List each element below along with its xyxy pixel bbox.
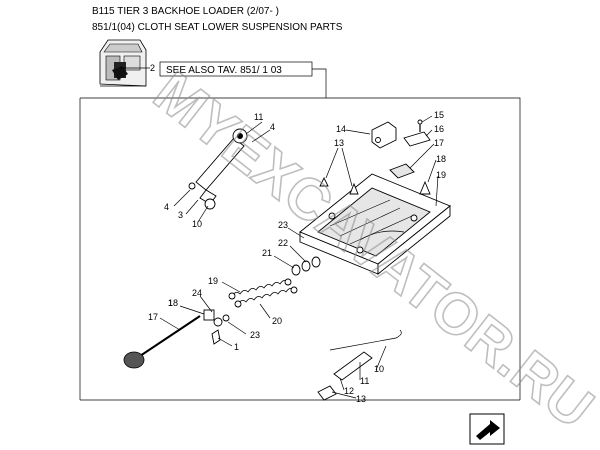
callout-5: 10	[192, 219, 202, 229]
callout-21: 22	[278, 238, 288, 248]
callout-10: 17	[434, 138, 444, 148]
callout-13: 10	[374, 364, 384, 374]
callout-19: 20	[272, 316, 282, 326]
callout-16: 13	[356, 394, 366, 404]
bracket	[371, 121, 397, 149]
callout-17: 17	[148, 312, 158, 322]
callout-19: 19	[208, 276, 218, 286]
clip-plate	[403, 131, 431, 147]
callout-8: 15	[434, 110, 444, 120]
suspension-base-plate	[299, 173, 451, 275]
rubber-stop	[349, 182, 359, 195]
callout-labels: 11 4 4 3 10 14 13 15 16 17 18 19 23 22 2…	[148, 110, 446, 404]
callout-14: 11	[360, 376, 369, 386]
washers	[291, 256, 321, 276]
callout-23: 23	[250, 330, 260, 340]
callout-4: 4	[270, 122, 275, 132]
shock-absorber	[188, 128, 248, 210]
callout-1: 1	[234, 342, 239, 352]
bolt	[417, 119, 423, 132]
assembly-frame	[79, 97, 521, 401]
callout-18-label: 18	[168, 298, 178, 308]
model-title: B115 TIER 3 BACKHOE LOADER (2/07- )	[92, 6, 279, 17]
see-also-reference: 2 SEE ALSO TAV. 851/ 1 03	[120, 61, 327, 98]
release-cable	[317, 329, 402, 401]
callout-7: 14	[336, 124, 346, 134]
springs	[228, 278, 298, 308]
next-page-arrow-icon[interactable]	[469, 413, 505, 445]
callout-24: 24	[192, 288, 202, 298]
callout-22: 23	[278, 220, 288, 230]
watermark: MYEXCAVATOR.RU	[142, 59, 600, 441]
adjuster-lever	[123, 309, 230, 369]
callout-3: 3	[178, 210, 183, 220]
callout-5: 11	[254, 112, 263, 122]
see-also-text: SEE ALSO TAV. 851/ 1 03	[166, 65, 282, 76]
callout-4: 4	[164, 202, 169, 212]
cab-thumbnail-icon[interactable]	[95, 36, 147, 92]
pad	[389, 163, 415, 179]
callout-15: 12	[344, 386, 354, 396]
section-title: 851/1(04) CLOTH SEAT LOWER SUSPENSION PA…	[92, 22, 343, 33]
callout-6: 13	[334, 138, 344, 148]
callout-11: 18	[436, 154, 446, 164]
callout-12: 19	[436, 170, 446, 180]
callout-9: 16	[434, 124, 444, 134]
callout-20: 21	[262, 248, 272, 258]
callout-18: 1	[168, 298, 173, 308]
ref-number: 2	[150, 63, 155, 73]
rubber-stop	[419, 180, 431, 195]
rubber-stop	[319, 176, 329, 187]
